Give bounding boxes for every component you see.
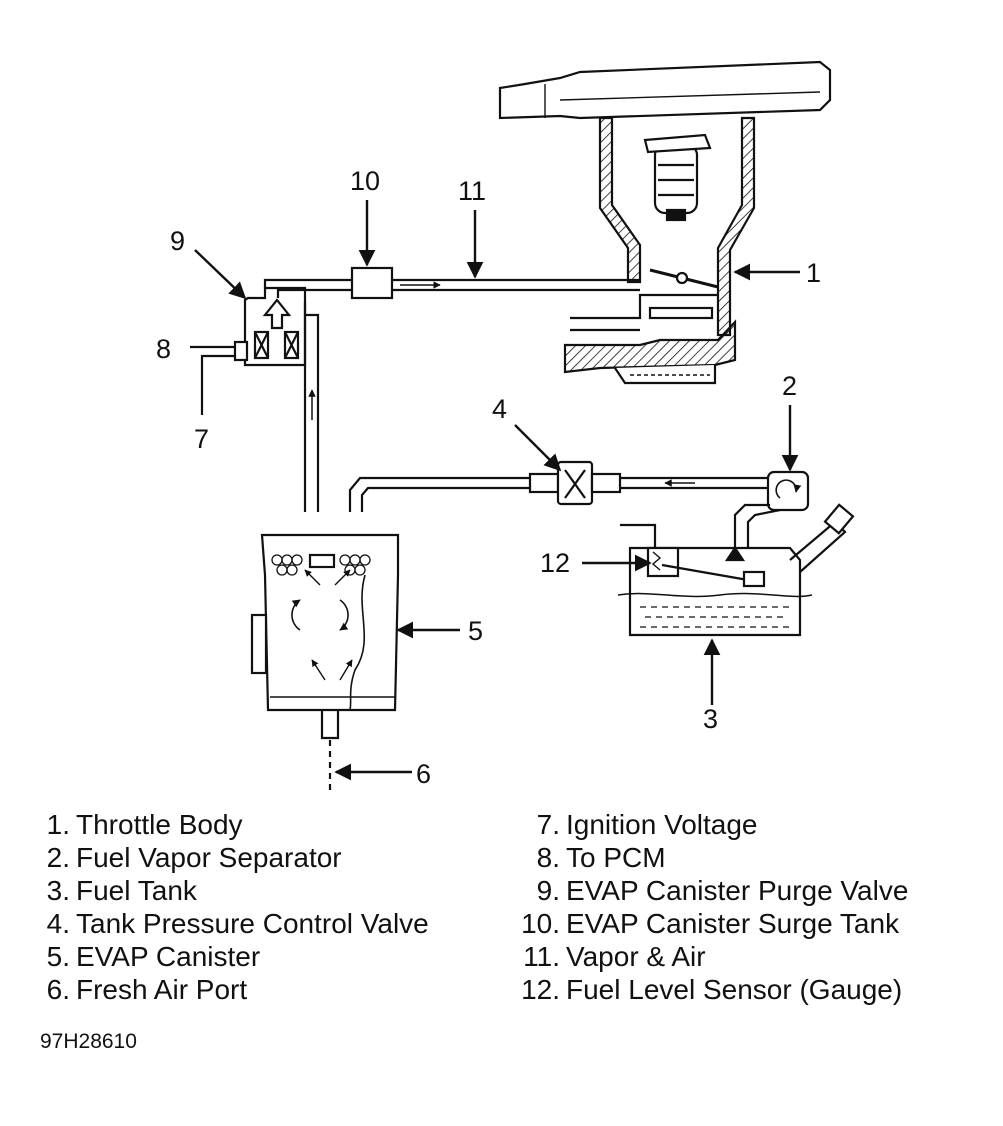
- legend-label: Fuel Level Sensor (Gauge): [566, 974, 903, 1005]
- wire-ignition-voltage: [200, 354, 235, 415]
- legend-number: 12.: [521, 974, 560, 1005]
- legend-number: 2.: [46, 842, 70, 873]
- legend-label: EVAP Canister Purge Valve: [566, 875, 909, 906]
- callout-9: 9: [170, 226, 185, 256]
- callout-leaders: [194, 200, 800, 781]
- legend-number: 9.: [536, 875, 560, 906]
- legend-number: 7.: [536, 809, 560, 840]
- legend-label: Vapor & Air: [566, 941, 706, 972]
- legend-item-7: 7.Ignition Voltage: [510, 808, 758, 841]
- fuel-vapor-separator: [733, 470, 810, 555]
- legend-item-11: 11.Vapor & Air: [510, 940, 706, 973]
- callout-1: 1: [806, 258, 821, 288]
- legend-label: Fuel Vapor Separator: [76, 842, 342, 873]
- evap-canister: [250, 533, 400, 790]
- legend-label: Fresh Air Port: [76, 974, 248, 1005]
- legend-item-5: 5.EVAP Canister: [36, 940, 261, 973]
- fuel-tank: [617, 503, 855, 637]
- callout-11: 11: [458, 176, 486, 206]
- legend-label: To PCM: [566, 842, 666, 873]
- legend-number: 4.: [46, 908, 70, 939]
- legend-item-2: 2.Fuel Vapor Separator: [36, 841, 342, 874]
- evap-diagram: 1 2 3 4 5 6 7 8 9 10 11 12: [156, 60, 855, 790]
- legend-number: 5.: [46, 941, 70, 972]
- legend-number: 1.: [46, 809, 70, 840]
- vapor-lines: [263, 266, 770, 512]
- legend-label: EVAP Canister: [76, 941, 261, 972]
- legend-number: 3.: [46, 875, 70, 906]
- legend-item-3: 3.Fuel Tank: [36, 874, 197, 907]
- throttle-body: [498, 60, 832, 385]
- legend-number: 10.: [521, 908, 560, 939]
- legend-number: 6.: [46, 974, 70, 1005]
- legend-item-4: 4.Tank Pressure Control Valve: [36, 907, 429, 940]
- purge-valve: [233, 286, 307, 367]
- figure-id: 97H28610: [40, 1030, 137, 1053]
- callout-10: 10: [350, 166, 380, 196]
- legend-item-10: 10.EVAP Canister Surge Tank: [510, 907, 899, 940]
- legend-item-6: 6.Fresh Air Port: [36, 973, 248, 1006]
- legend-label: Ignition Voltage: [566, 809, 758, 840]
- callout-2: 2: [782, 371, 797, 401]
- legend-item-8: 8.To PCM: [510, 841, 666, 874]
- legend-item-1: 1.Throttle Body: [36, 808, 243, 841]
- legend-label: Fuel Tank: [76, 875, 197, 906]
- legend-label: Tank Pressure Control Valve: [76, 908, 429, 939]
- callout-12: 12: [540, 548, 570, 578]
- legend-item-9: 9.EVAP Canister Purge Valve: [510, 874, 909, 907]
- legend-label: EVAP Canister Surge Tank: [566, 908, 900, 939]
- legend-label: Throttle Body: [76, 809, 243, 840]
- callout-7: 7: [194, 424, 209, 454]
- legend-number: 11.: [523, 941, 560, 972]
- tank-pressure-control-valve: [528, 460, 622, 506]
- callout-3: 3: [703, 704, 718, 734]
- callout-4: 4: [492, 394, 507, 424]
- callout-8: 8: [156, 334, 171, 364]
- legend-number: 8.: [536, 842, 560, 873]
- callout-6: 6: [416, 759, 431, 789]
- legend-item-12: 12.Fuel Level Sensor (Gauge): [510, 973, 902, 1006]
- callout-5: 5: [468, 616, 483, 646]
